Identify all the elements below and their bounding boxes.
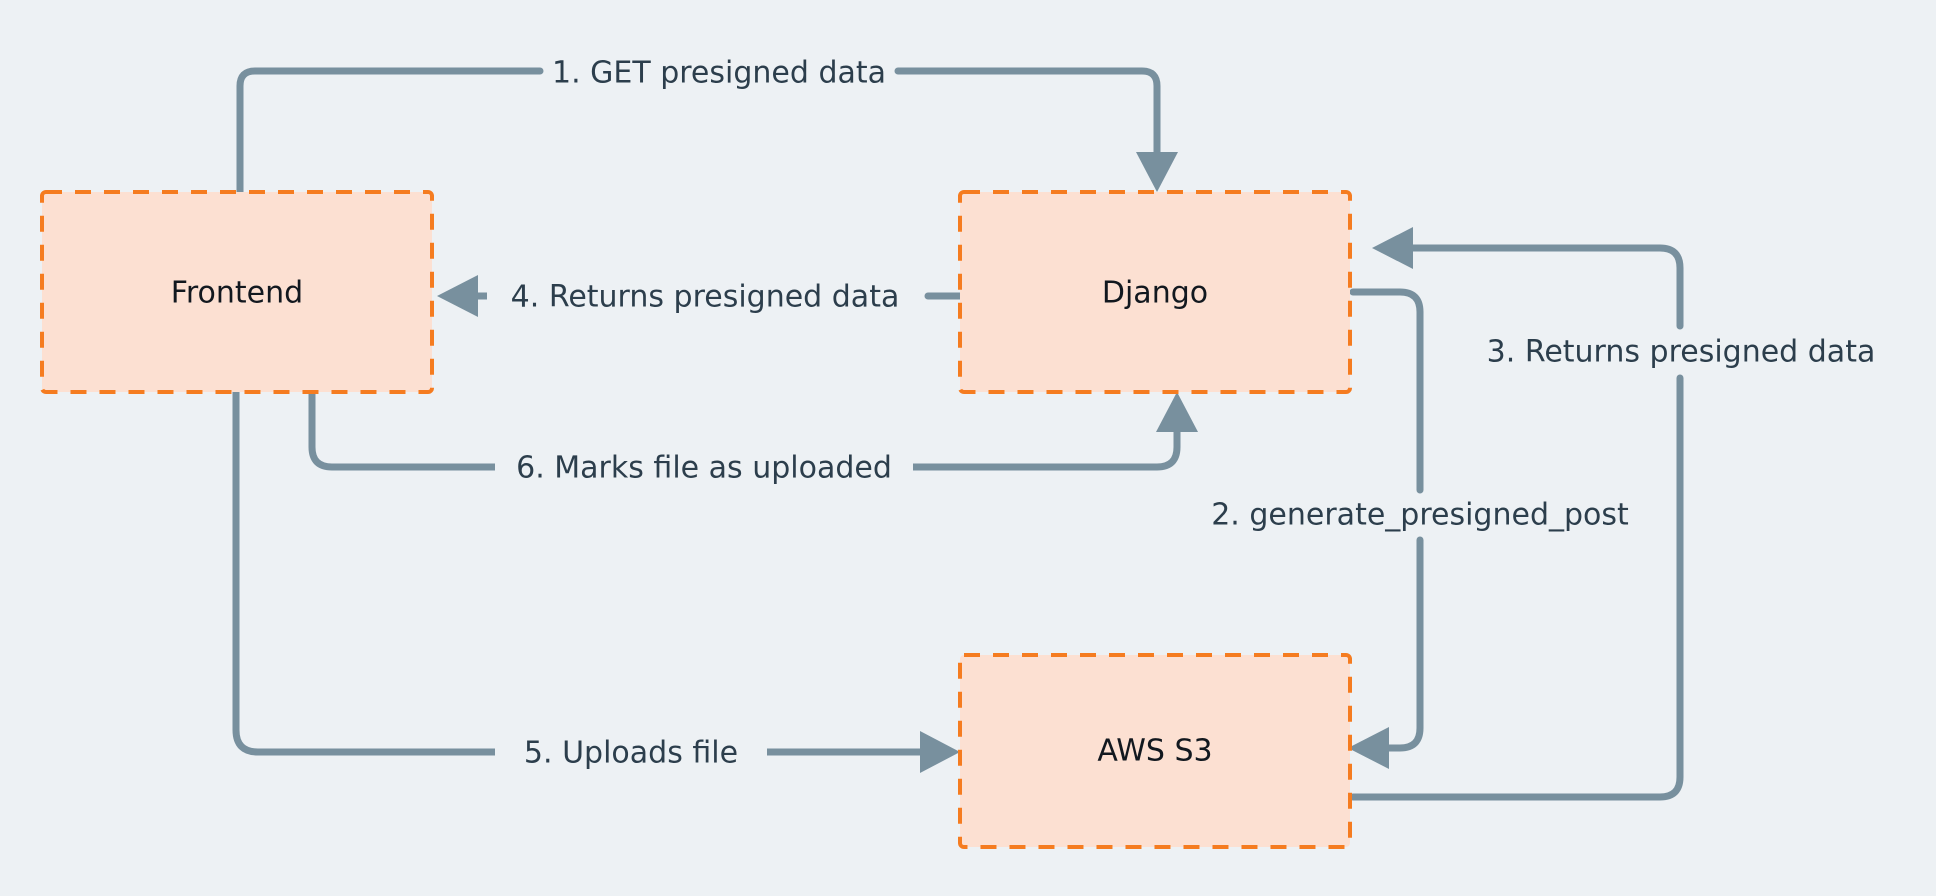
edge-label-2-backing (1204, 497, 1636, 533)
connector-2-arrowhead (1348, 727, 1389, 769)
connector-4-arrowhead (437, 275, 478, 317)
edge-label-3: 3. Returns presigned data (1482, 334, 1880, 370)
connector-1-path-left (236, 67, 544, 196)
edge-label-2-text: 2. generate_presigned_post (1211, 498, 1629, 533)
edge-label-4-text: 4. Returns presigned data (511, 280, 900, 315)
connector-3-returns-presigned-data (1349, 227, 1684, 801)
connector-5-path-left (232, 388, 504, 756)
connector-2-path-bottom (1384, 536, 1424, 752)
edge-label-4: 4. Returns presigned data (487, 279, 923, 315)
connector-6-path-left (308, 388, 504, 471)
edge-label-5-backing (495, 735, 767, 771)
connector-1-get-presigned-data (236, 67, 1178, 196)
node-frontend-label: Frontend (171, 276, 303, 311)
connector-6-marks-file-as-uploaded (308, 388, 1198, 471)
connector-2-generate-presigned-post (1348, 288, 1424, 769)
node-django-label: Django (1102, 276, 1208, 311)
edge-label-1-text: 1. GET presigned data (552, 56, 886, 91)
edge-label-5: 5. Uploads file (495, 735, 767, 771)
edge-label-1: 1. GET presigned data (545, 55, 893, 91)
edge-label-6-backing (495, 450, 913, 486)
connector-5-uploads-file (232, 388, 960, 773)
node-aws-s3-box[interactable] (958, 653, 1352, 849)
node-aws-s3[interactable]: AWS S3 (958, 653, 1352, 849)
edge-label-6: 6. Marks file as uploaded (495, 450, 913, 486)
connector-6-arrowhead (1156, 392, 1198, 432)
connector-3-path-top (1409, 244, 1684, 330)
node-django[interactable]: Django (958, 190, 1352, 394)
node-frontend-box[interactable] (40, 190, 434, 394)
edge-label-4-backing (487, 279, 923, 315)
connector-5-arrowhead (920, 731, 960, 773)
edge-label-6-text: 6. Marks file as uploaded (516, 451, 892, 486)
connector-1-arrowhead (1136, 152, 1178, 192)
connector-6-path-right (904, 428, 1181, 471)
connector-2-path-top (1349, 288, 1424, 494)
node-aws-s3-label: AWS S3 (1097, 734, 1212, 769)
connector-3-arrowhead (1372, 227, 1413, 269)
connector-1-path-right (894, 67, 1161, 156)
node-django-box[interactable] (958, 190, 1352, 394)
edge-label-5-text: 5. Uploads file (524, 736, 738, 771)
edge-label-1-backing (545, 55, 893, 91)
edge-label-2: 2. generate_presigned_post (1204, 497, 1636, 533)
edge-label-3-backing (1482, 334, 1880, 370)
node-frontend[interactable]: Frontend (40, 190, 434, 394)
connector-3-path-bottom (1349, 374, 1684, 801)
edge-label-3-text: 3. Returns presigned data (1487, 335, 1876, 370)
